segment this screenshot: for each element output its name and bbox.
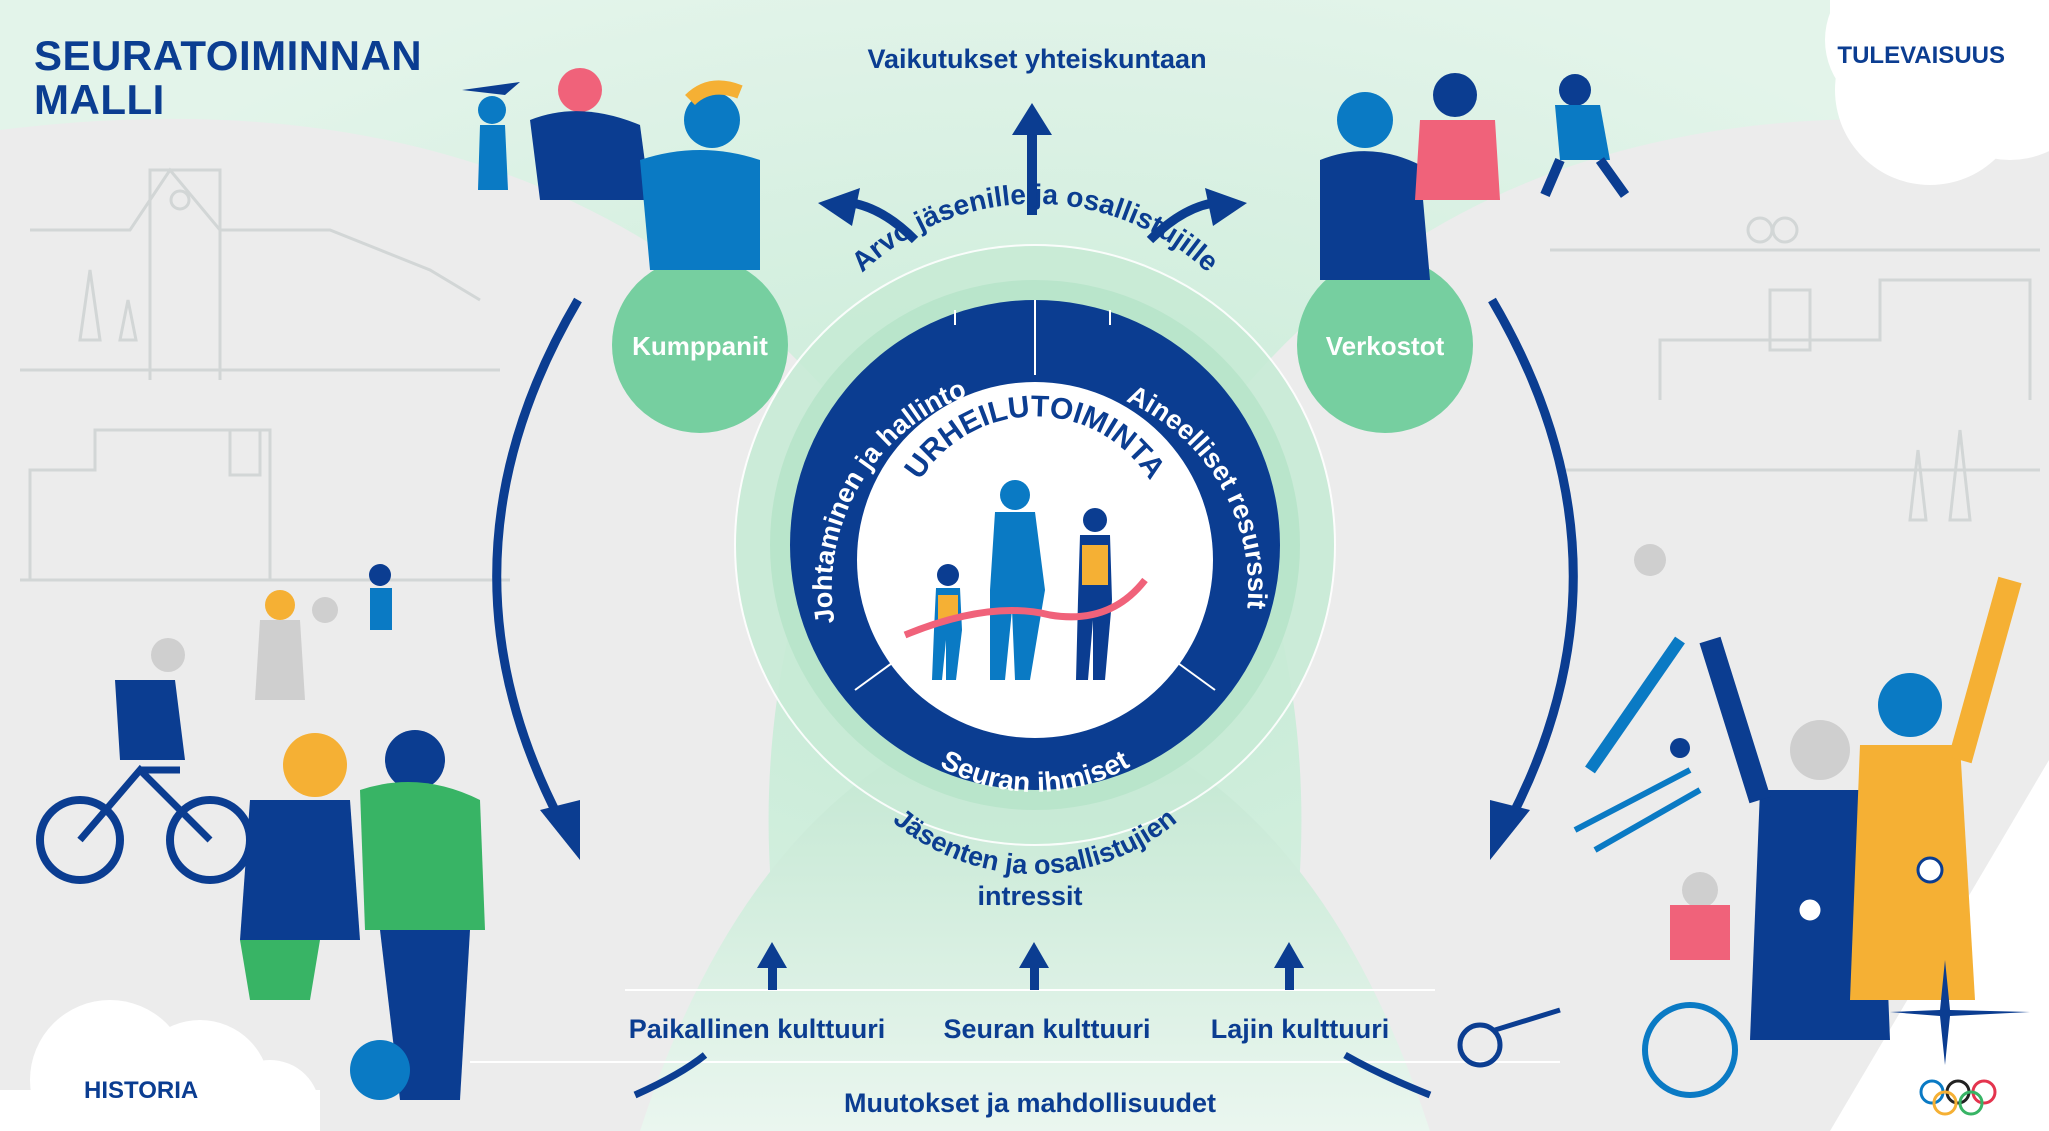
arrow-up-head <box>1012 103 1052 135</box>
olympic-rings-icon <box>1919 1079 1997 1116</box>
arrow-up-icon <box>1027 125 1037 215</box>
right-arrow-head <box>1490 800 1530 860</box>
medal <box>1916 856 1944 884</box>
side-arrows <box>492 297 1578 860</box>
runners-illustration <box>903 480 1148 680</box>
culture-item-club: Seuran kulttuuri <box>943 1014 1150 1044</box>
history-label: HISTORIA <box>84 1077 199 1104</box>
medal <box>1796 896 1824 924</box>
people-illustration-bottom-right <box>1457 544 2022 1098</box>
bottom-right-curve <box>1343 1051 1432 1099</box>
left-arrow-head <box>540 800 580 860</box>
future-sketch <box>1550 216 2040 522</box>
arrow-up-icon <box>768 960 777 990</box>
left-curved-arrow-icon <box>492 297 582 823</box>
top-arrows <box>818 103 1247 244</box>
arrow-up-icon <box>1030 960 1039 990</box>
people-illustration-top-left <box>462 68 760 270</box>
arrow-right-head <box>1205 188 1247 226</box>
people-illustration-top-right <box>1320 73 1630 280</box>
verkostot-label: Verkostot <box>1326 331 1445 361</box>
bottom-label: Muutokset ja mahdollisuudet <box>844 1088 1216 1118</box>
outer-bottom-label-line2: intressit <box>977 881 1082 911</box>
culture-item-sport: Lajin kulttuuri <box>1211 1014 1390 1044</box>
soccer-ball <box>350 1040 410 1100</box>
page-title: SEURATOIMINNAN MALLI <box>34 34 422 122</box>
culture-arrows <box>757 942 1304 990</box>
history-cloud <box>0 1000 320 1131</box>
page-title-line2: MALLI <box>34 76 165 123</box>
kumppanit-label: Kumppanit <box>632 331 768 361</box>
future-cloud <box>1825 0 2049 185</box>
history-sketch <box>20 167 510 582</box>
olympic-logo <box>1890 960 2030 1116</box>
wheelchair-wheel <box>1642 1002 1738 1098</box>
people-illustration-bottom-left <box>36 564 485 1100</box>
arrow-up-icon <box>1285 960 1294 990</box>
right-curved-arrow-icon <box>1488 297 1578 823</box>
arrow-left-head <box>818 188 860 226</box>
verkostot-circle <box>1297 257 1473 433</box>
bottom-mint <box>640 700 1430 1131</box>
bottom-left-curve <box>633 1052 708 1099</box>
tennis-racket <box>1457 1022 1503 1068</box>
future-label: TULEVAISUUS <box>1837 42 2005 69</box>
page-title-line1: SEURATOIMINNAN <box>34 32 423 79</box>
bicycle-wheel <box>36 796 124 884</box>
kumppanit-circle <box>612 257 788 433</box>
culture-item-local: Paikallinen kulttuuri <box>629 1014 886 1044</box>
finish-ribbon <box>903 577 1148 639</box>
star-cross-icon <box>1890 960 2030 1065</box>
top-label: Vaikutukset yhteiskuntaan <box>867 44 1206 74</box>
